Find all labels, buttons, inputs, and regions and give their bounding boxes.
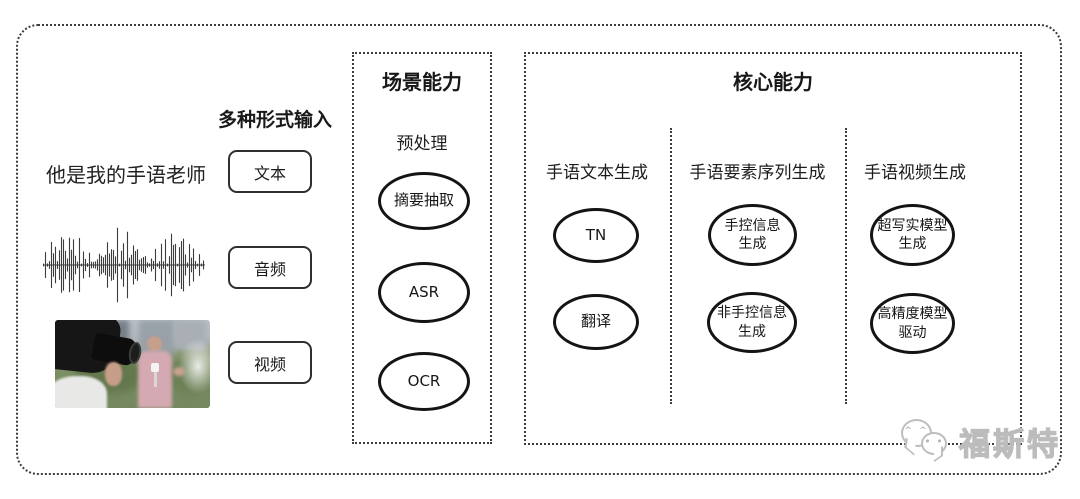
watermark: ^ ^ • • 福斯特 (899, 416, 1061, 466)
video-thumbnail (55, 320, 210, 408)
column-divider (670, 128, 672, 404)
node-label: OCR (407, 371, 441, 390)
input-box-video: 视频 (228, 341, 312, 384)
column-divider (845, 128, 847, 404)
bubble-face-icon: • • (921, 432, 947, 455)
scene-capability-title: 场景能力 (382, 70, 462, 94)
node-label: 高精度模型 驱动 (877, 306, 948, 341)
input-box-video-label: 视频 (253, 354, 286, 374)
node-label: 摘要抽取 (393, 191, 454, 210)
column-label-sl-text-generation: 手语文本生成 (546, 163, 648, 183)
node-ellipse-hyperrealistic-model-generation: 超写实模型 生成 (870, 204, 955, 266)
input-box-audio: 音频 (228, 246, 312, 289)
scene-capability-box (352, 52, 492, 444)
photo-reporter-head (147, 336, 162, 352)
sample-sentence: 他是我的手语老师 (46, 163, 206, 187)
node-label: 非手控信息 生成 (717, 305, 787, 340)
input-box-text-label: 文本 (253, 163, 286, 183)
column-label-sl-video-generation: 手语视频生成 (864, 163, 966, 183)
chat-bubbles-logo-icon: ^ ^ • • (899, 416, 951, 466)
node-ellipse-translation: 翻译 (553, 294, 639, 350)
core-capability-box (524, 52, 1022, 445)
node-label: TN (585, 225, 607, 244)
node-ellipse-tn: TN (553, 208, 639, 263)
node-label: ASR (408, 282, 440, 301)
node-ellipse-ocr: OCR (378, 352, 470, 411)
node-ellipse-high-precision-model-driving: 高精度模型 驱动 (870, 293, 955, 354)
column-label-sl-element-sequence-generation: 手语要素序列生成 (689, 163, 826, 183)
photo-microphone (151, 363, 159, 372)
photo-reporter-hand (173, 367, 185, 376)
node-ellipse-manual-info-generation: 手控信息 生成 (708, 204, 797, 266)
node-label: 超写实模型 生成 (877, 217, 948, 252)
photo-light-bloom (178, 338, 210, 394)
outer-border (16, 24, 1062, 475)
input-section-label: 多种形式输入 (217, 109, 332, 131)
photo-cameraman-arm (105, 362, 122, 386)
core-capability-title: 核心能力 (733, 70, 813, 94)
node-label: 手控信息 生成 (724, 217, 781, 252)
watermark-text: 福斯特 (958, 426, 1061, 463)
node-label: 翻译 (580, 312, 611, 331)
photo-cameraman-shoulder (55, 376, 107, 408)
input-box-audio-label: 音频 (253, 259, 286, 279)
audio-waveform-icon (43, 227, 205, 303)
preprocess-label: 预处理 (396, 134, 448, 154)
node-ellipse-non-manual-info-generation: 非手控信息 生成 (707, 292, 797, 353)
photo-microphone-handle (154, 372, 157, 387)
node-ellipse-asr: ASR (378, 262, 470, 323)
input-box-text: 文本 (228, 150, 312, 193)
node-ellipse-summary-extraction: 摘要抽取 (378, 172, 470, 230)
